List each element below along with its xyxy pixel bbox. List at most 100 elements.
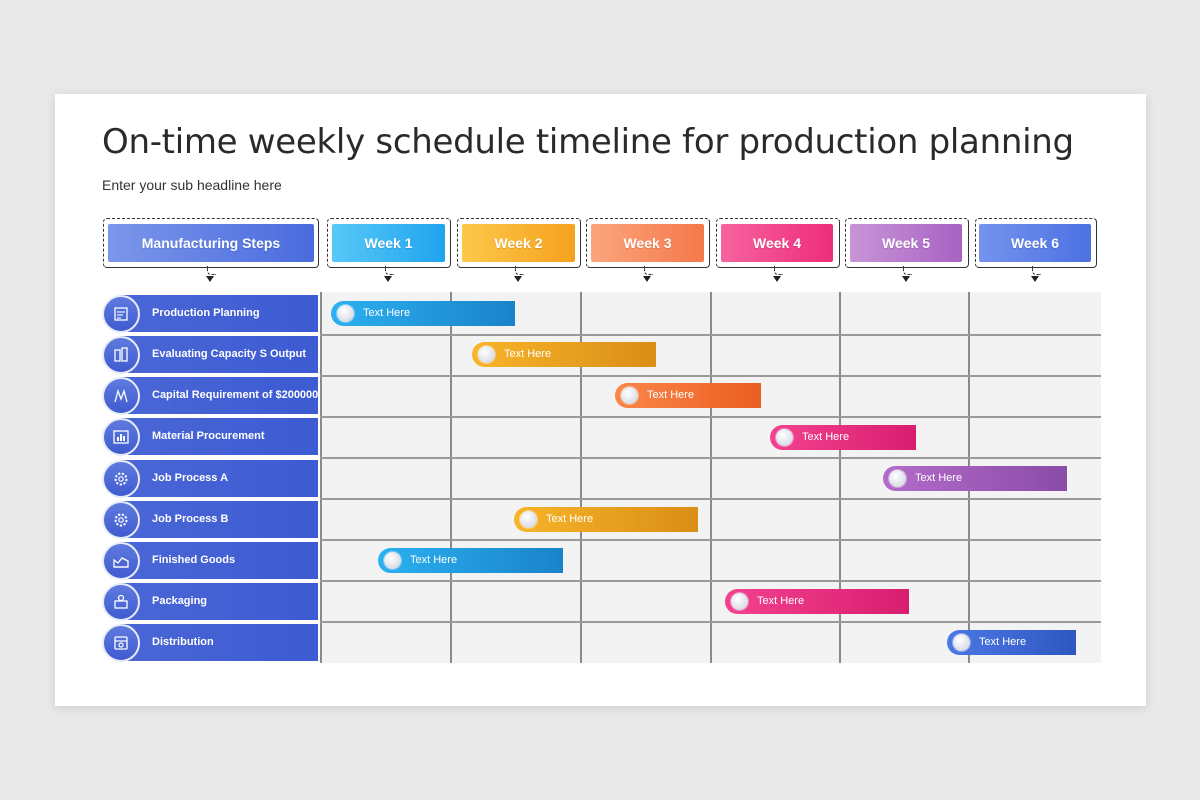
down-arrow-icon (206, 276, 214, 282)
week4-header: Week 4 (721, 224, 833, 262)
arrow-stem (385, 266, 394, 275)
step-bar (120, 418, 318, 455)
down-arrow-icon (643, 276, 651, 282)
grid-line (320, 539, 1101, 541)
step-bar (120, 377, 318, 414)
bar-knob (621, 387, 638, 404)
step-bar (120, 583, 318, 620)
grid-line (450, 292, 452, 663)
week4-header-frame (716, 218, 840, 268)
step-row: Distribution (102, 623, 318, 662)
timeline-bar[interactable]: Text Here (472, 342, 656, 367)
step-row: Production Planning (102, 294, 318, 333)
week3-header: Week 3 (591, 224, 704, 262)
week1-header: Week 1 (332, 224, 445, 262)
grid-line (839, 292, 841, 663)
grid-line (580, 292, 582, 663)
week2-header: Week 2 (462, 224, 575, 262)
steps-header: Manufacturing Steps (108, 224, 314, 262)
packaging-icon (102, 582, 140, 621)
week2-header-frame (457, 218, 581, 268)
bar-knob (337, 305, 354, 322)
step-bar (120, 624, 318, 661)
bar-text: Text Here (915, 472, 963, 484)
arrow-stem (515, 266, 524, 275)
timeline-bar[interactable]: Text Here (331, 301, 515, 326)
capacity-icon (102, 335, 140, 374)
grid-line (320, 416, 1101, 418)
week6-header: Week 6 (979, 224, 1091, 262)
bar-knob (520, 511, 537, 528)
step-row: Packaging (102, 582, 318, 621)
capital-icon (102, 376, 140, 415)
bar-knob (776, 429, 793, 446)
down-arrow-icon (1031, 276, 1039, 282)
bar-knob (384, 552, 401, 569)
grid-line (320, 375, 1101, 377)
bar-knob (953, 634, 970, 651)
bar-knob (478, 346, 495, 363)
bar-knob (731, 593, 748, 610)
step-bar (120, 501, 318, 538)
step-bar (120, 336, 318, 373)
timeline-bar[interactable]: Text Here (947, 630, 1076, 655)
step-bar (120, 295, 318, 332)
bar-text: Text Here (647, 389, 695, 401)
bar-knob (889, 470, 906, 487)
step-row: Capital Requirement of $200000 (102, 376, 319, 415)
arrow-stem (644, 266, 653, 275)
down-arrow-icon (514, 276, 522, 282)
grid-line (320, 498, 1101, 500)
distribution-icon (102, 623, 140, 662)
step-row: Job Process B (102, 500, 318, 539)
week6-header-frame (975, 218, 1097, 268)
step-label: Job Process B (152, 513, 229, 525)
grid-line (320, 580, 1101, 582)
timeline-bar[interactable]: Text Here (725, 589, 909, 614)
bar-text: Text Here (802, 431, 850, 443)
bar-text: Text Here (504, 348, 552, 360)
timeline-bar[interactable]: Text Here (378, 548, 563, 573)
timeline-bar[interactable]: Text Here (514, 507, 698, 532)
step-label: Distribution (152, 636, 214, 648)
bar-text: Text Here (979, 636, 1027, 648)
step-row: Evaluating Capacity S Output (102, 335, 318, 374)
step-bar (120, 460, 318, 497)
arrow-stem (774, 266, 783, 275)
slide: On-time weekly schedule timeline for pro… (55, 94, 1146, 706)
step-label: Evaluating Capacity S Output (152, 348, 307, 360)
steps-header-frame (103, 218, 319, 268)
week5-header: Week 5 (850, 224, 962, 262)
step-label: Material Procurement (152, 430, 265, 442)
bar-text: Text Here (363, 307, 411, 319)
timeline-bar[interactable]: Text Here (770, 425, 916, 450)
grid-line (320, 292, 322, 663)
step-label: Packaging (152, 595, 208, 607)
arrow-stem (903, 266, 912, 275)
step-row: Material Procurement (102, 417, 318, 456)
gear-icon (102, 500, 140, 539)
grid-line (320, 334, 1101, 336)
step-label: Job Process A (152, 472, 229, 484)
timeline-bar[interactable]: Text Here (615, 383, 761, 408)
down-arrow-icon (384, 276, 392, 282)
down-arrow-icon (773, 276, 781, 282)
goods-icon (102, 541, 140, 580)
gear-icon (102, 459, 140, 498)
planning-icon (102, 294, 140, 333)
bar-text: Text Here (757, 595, 805, 607)
page-subtitle: Enter your sub headline here (102, 177, 282, 193)
week5-header-frame (845, 218, 969, 268)
grid-line (710, 292, 712, 663)
week3-header-frame (586, 218, 710, 268)
step-label: Capital Requirement of $200000 (152, 389, 319, 401)
step-row: Finished Goods (102, 541, 318, 580)
page-title: On-time weekly schedule timeline for pro… (102, 122, 1074, 162)
grid-line (320, 457, 1101, 459)
arrow-stem (1032, 266, 1041, 275)
procurement-icon (102, 417, 140, 456)
step-label: Production Planning (152, 307, 260, 319)
down-arrow-icon (902, 276, 910, 282)
bar-text: Text Here (410, 554, 458, 566)
timeline-bar[interactable]: Text Here (883, 466, 1067, 491)
